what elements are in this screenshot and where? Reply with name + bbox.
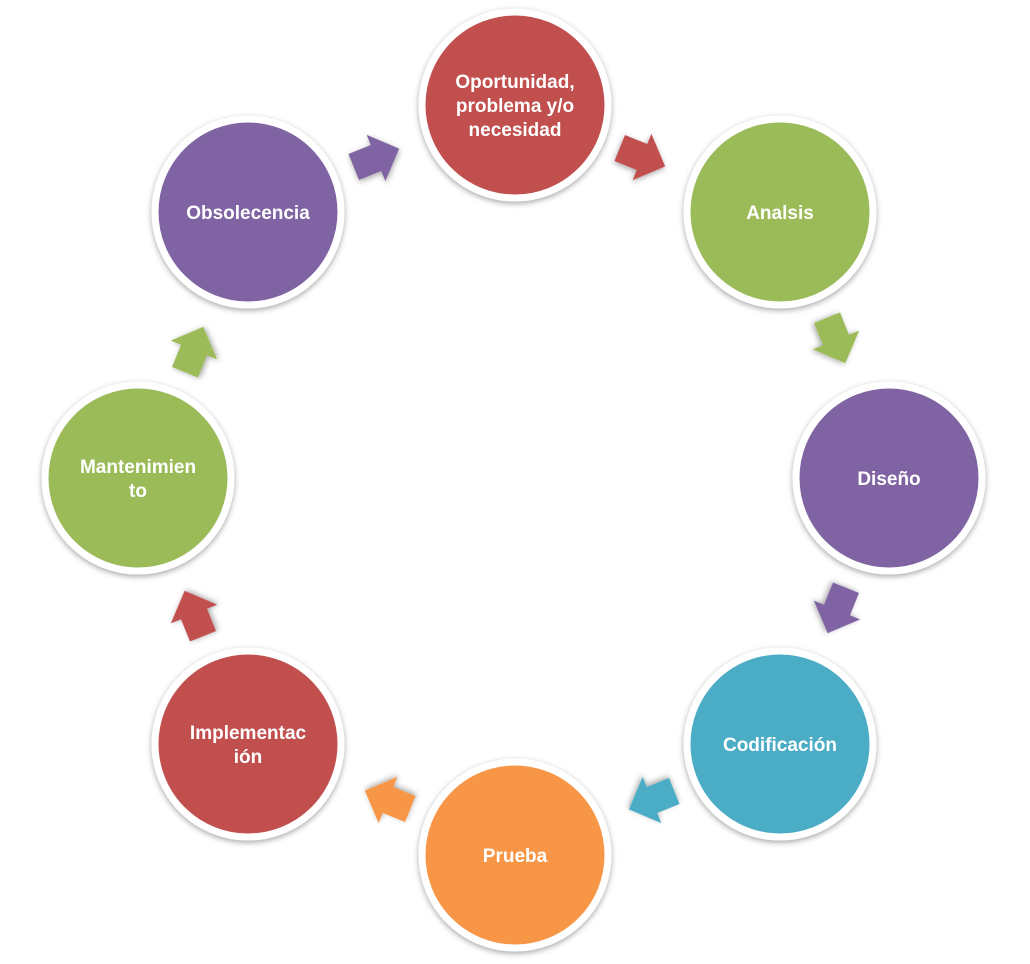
stage-circle [418, 758, 612, 952]
stage-label: Oportunidad, problema y/o necesidad [455, 72, 574, 141]
arrow-right-icon [348, 134, 400, 182]
stage-label-line: problema y/o [456, 96, 574, 117]
arrow-right-icon [614, 133, 666, 181]
arrow-right-icon [170, 590, 218, 642]
stage-node-obsolecencia: Obsolecencia [151, 115, 345, 309]
stage-circle [418, 8, 612, 202]
stage-node-codificacion: Codificación [683, 647, 877, 841]
stage-label: Implementac ión [190, 723, 307, 768]
stage-node-analisis: Analsis [683, 115, 877, 309]
stage-label-line: Oportunidad, [455, 72, 574, 93]
stage-circle [151, 647, 345, 841]
stage-node-oportunidad: Oportunidad, problema y/o necesidad [418, 8, 612, 202]
stage-label: Obsolecencia [186, 203, 310, 224]
stage-label-line: to [129, 481, 147, 502]
stage-circle [683, 647, 877, 841]
stage-circle [151, 115, 345, 309]
stage-node-prueba: Prueba [418, 758, 612, 952]
stage-label-line: Diseño [857, 469, 920, 490]
stage-label-line: Mantenimien [80, 457, 196, 478]
stage-label-line: Analsis [746, 203, 814, 224]
stage-label-line: Obsolecencia [186, 203, 310, 224]
stage-node-diseno: Diseño [792, 381, 986, 575]
stage-label: Analsis [746, 203, 814, 224]
arrow-right-icon [170, 326, 218, 378]
stage-label: Prueba [483, 846, 548, 867]
arrow-right-icon [813, 582, 861, 634]
stage-node-mantenimiento: Mantenimien to [41, 381, 235, 575]
arrow-right-icon [628, 776, 680, 824]
stage-label: Mantenimien to [80, 457, 196, 502]
stage-label-line: necesidad [469, 120, 562, 141]
arrow-right-icon [812, 312, 860, 364]
stage-label-line: Implementac [190, 723, 307, 744]
stage-label-line: ión [234, 747, 263, 768]
stage-label-line: Codificación [723, 735, 837, 756]
stage-node-implementacion: Implementac ión [151, 647, 345, 841]
stage-circle [41, 381, 235, 575]
stage-label-line: Prueba [483, 846, 548, 867]
stage-circle [792, 381, 986, 575]
stage-label: Codificación [723, 735, 837, 756]
stage-label: Diseño [857, 469, 920, 490]
stage-circle [683, 115, 877, 309]
arrow-right-icon [364, 776, 416, 824]
